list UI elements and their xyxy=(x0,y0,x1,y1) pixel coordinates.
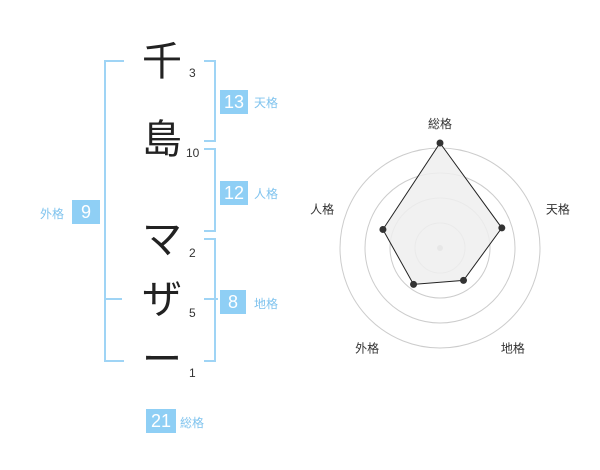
stroke-count-4: 5 xyxy=(189,306,196,320)
name-char-2: 島 xyxy=(142,117,182,163)
tenkaku-label: 天格 xyxy=(254,96,279,110)
stroke-count-3: 2 xyxy=(189,246,196,260)
radar-point-4 xyxy=(410,280,418,288)
gaikaku-bracket xyxy=(104,60,124,362)
gaikaku-label: 外格 xyxy=(40,207,65,221)
radar-point-2 xyxy=(498,224,506,232)
name-char-3: マ xyxy=(142,217,182,263)
radar-axis-label-3: 地格 xyxy=(501,340,525,355)
tenkaku-badge: 13 xyxy=(220,90,248,114)
radar-point-1 xyxy=(436,139,444,147)
radar-area xyxy=(382,142,503,285)
stroke-count-1: 3 xyxy=(189,66,196,80)
gaikaku-badge: 9 xyxy=(72,200,100,224)
stroke-count-2: 10 xyxy=(186,146,200,160)
soukaku-badge: 21 xyxy=(146,409,176,433)
name-char-1: 千 xyxy=(142,39,182,85)
radar-points xyxy=(379,139,506,288)
chikaku-badge: 8 xyxy=(220,290,246,314)
radar-axis-label-4: 外格 xyxy=(355,340,379,355)
radar-axis-label-5: 人格 xyxy=(310,202,334,217)
jinkaku-label: 人格 xyxy=(254,187,279,201)
chikaku-connector xyxy=(204,298,218,300)
gaikaku-connector xyxy=(104,298,122,300)
stroke-count-5: 1 xyxy=(189,366,196,380)
radar-point-3 xyxy=(460,276,468,284)
radar-point-5 xyxy=(379,225,387,233)
radar-axis-label-1: 総格 xyxy=(428,116,452,131)
tenkaku-bracket xyxy=(204,60,216,142)
jinkaku-badge: 12 xyxy=(220,181,248,205)
name-char-5: ー xyxy=(142,337,182,383)
chikaku-label: 地格 xyxy=(254,297,279,311)
chikaku-bracket xyxy=(204,238,216,362)
soukaku-label: 総格 xyxy=(180,416,205,430)
name-char-4: ザ xyxy=(142,277,182,323)
radar-axis-label-2: 天格 xyxy=(546,202,570,217)
jinkaku-bracket xyxy=(204,148,216,232)
